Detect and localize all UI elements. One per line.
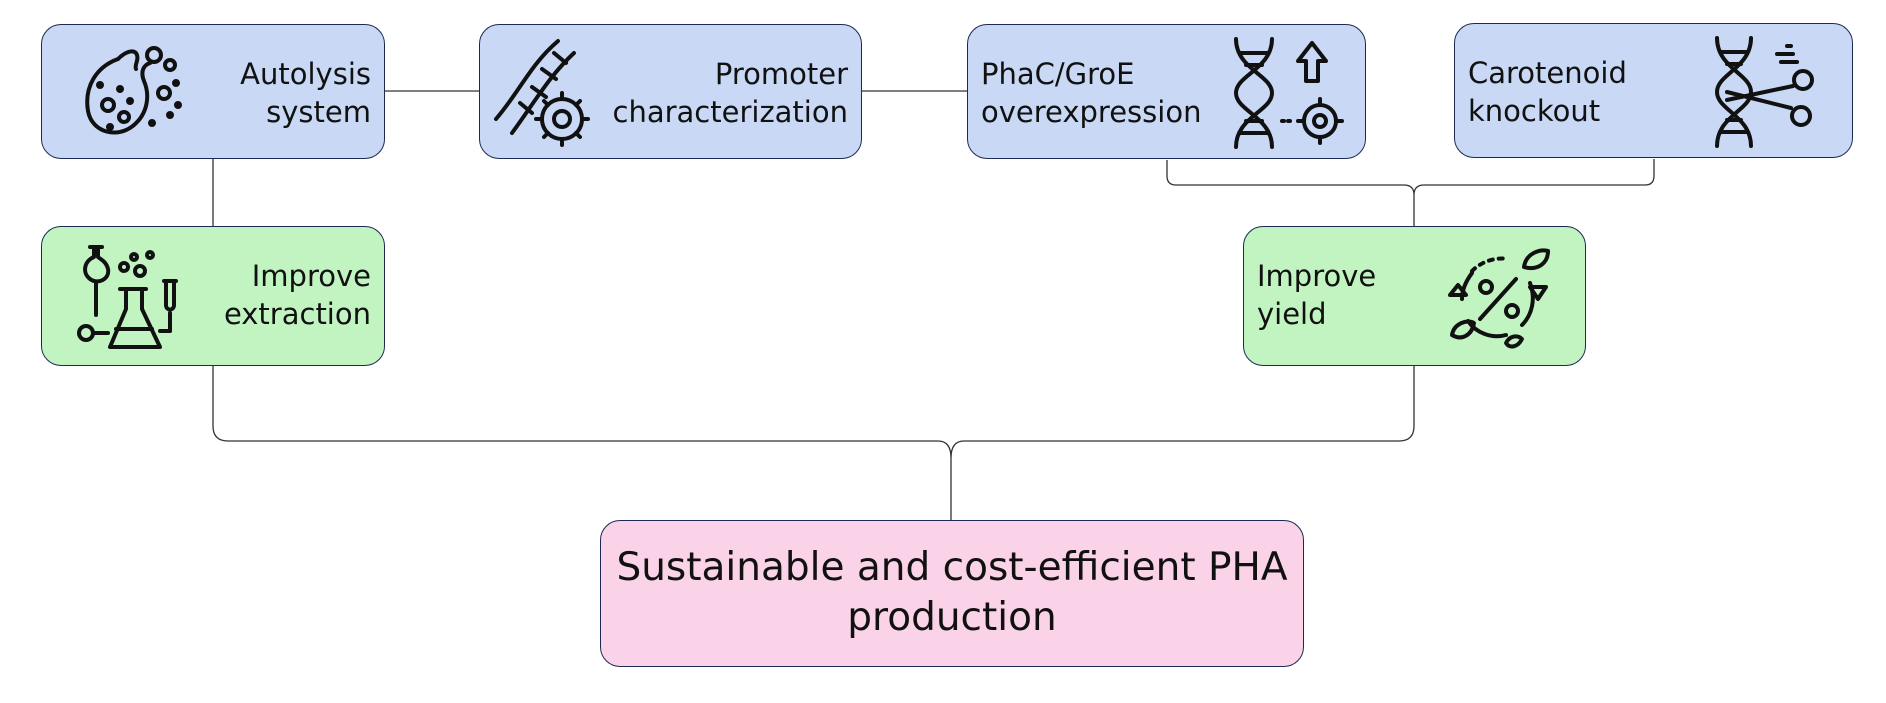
node-promoter-characterization: Promoter characterization xyxy=(479,24,862,159)
node-autolysis-system: Autolysis system xyxy=(41,24,385,159)
percent-cycle-leaves-icon xyxy=(1444,243,1556,355)
node-carotenoid-knockout: Carotenoid knockout xyxy=(1454,23,1853,158)
node-goal-label: Sustainable and cost-efficient PHA produ… xyxy=(616,545,1288,640)
node-extraction-label: Improve extraction xyxy=(223,259,371,331)
node-promoter-label: Promoter characterization xyxy=(612,57,848,129)
node-phac-groe-overexpression: PhaC/GroE overexpression xyxy=(967,24,1366,159)
node-goal-pha-production: Sustainable and cost-efficient PHA produ… xyxy=(600,520,1304,667)
dna-gear-icon xyxy=(490,35,600,147)
connector-modules-to-yield xyxy=(1166,159,1655,226)
bacteria-cell-icon xyxy=(78,39,188,144)
node-carotenoid-label: Carotenoid knockout xyxy=(1468,56,1627,128)
node-autolysis-label: Autolysis system xyxy=(240,57,371,129)
connector-strategies-to-goal xyxy=(212,366,1415,520)
node-improve-yield: Improve yield xyxy=(1243,226,1586,366)
node-improve-extraction: Improve extraction xyxy=(41,226,385,366)
dna-upregulation-icon xyxy=(1228,35,1353,151)
node-phac-label: PhaC/GroE overexpression xyxy=(981,57,1202,129)
lab-flasks-icon xyxy=(76,243,188,355)
node-yield-label: Improve yield xyxy=(1257,259,1377,331)
dna-scissors-icon xyxy=(1707,34,1832,150)
